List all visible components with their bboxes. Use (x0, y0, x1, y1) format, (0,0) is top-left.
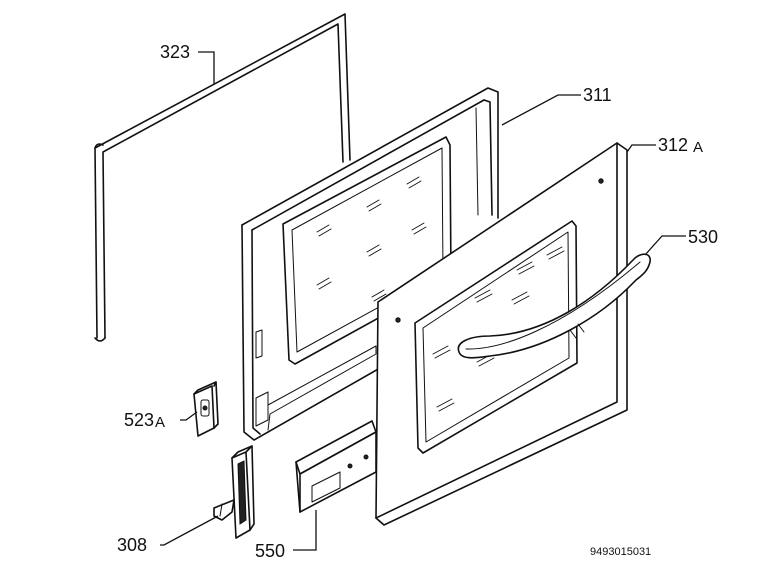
leader-323 (198, 51, 215, 84)
leader-550 (293, 510, 317, 551)
part-523a-hinge-receptacle (193, 381, 219, 437)
leader-312a (626, 144, 656, 153)
callout-530: 530 (688, 227, 718, 247)
leader-523a (180, 411, 198, 421)
part-530-door-handle (457, 253, 651, 359)
leader-311 (501, 94, 581, 126)
part-312a-outer-glass-panel (375, 142, 628, 526)
callout-labels: 323 311 312 A 530 523 A 308 550 94930150… (117, 42, 718, 561)
callout-312a-suffix: A (693, 139, 703, 156)
callout-523a-suffix: A (155, 414, 165, 431)
leader-308 (160, 515, 219, 546)
part-323-door-seal (94, 13, 351, 342)
leader-lines (160, 51, 686, 551)
callout-312a-number: 312 (658, 135, 688, 155)
callout-311: 311 (583, 85, 612, 105)
inner-glass-reflection-marks (316, 176, 427, 302)
part-308-door-hinge (213, 445, 255, 539)
callout-523a-number: 523 (124, 410, 154, 430)
callout-550: 550 (255, 541, 285, 561)
callout-308: 308 (117, 535, 147, 555)
drawing-number: 9493015031 (590, 546, 651, 558)
part-550-bottom-trim-rail (295, 420, 377, 513)
leader-530 (644, 235, 686, 256)
callout-323: 323 (160, 42, 190, 62)
